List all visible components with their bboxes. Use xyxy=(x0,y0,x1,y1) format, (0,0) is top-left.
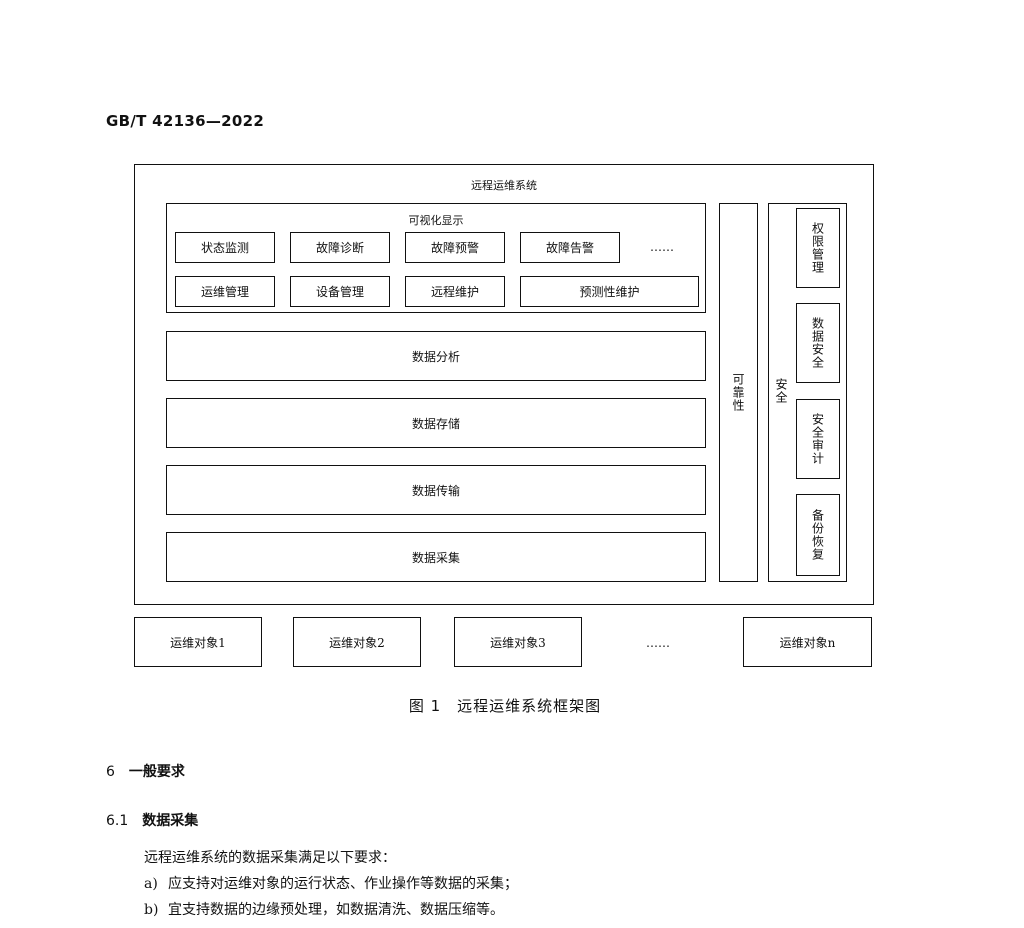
reliability-column: 可靠性 xyxy=(719,203,758,582)
figure-number: 图 1 xyxy=(408,697,442,715)
layer-label: 数据分析 xyxy=(411,349,460,364)
reliability-label: 可靠性 xyxy=(731,373,745,412)
module-label: 远程维护 xyxy=(430,285,479,299)
module-label: 状态监测 xyxy=(200,241,249,255)
security-audit: 安全审计 xyxy=(796,399,840,479)
module-label: 设备管理 xyxy=(315,285,364,299)
section-title: 一般要求 xyxy=(128,764,185,780)
security-item-label: 备份恢复 xyxy=(810,509,825,561)
module-label: 预测性维护 xyxy=(579,285,640,299)
item-text: 宜支持数据的边缘预处理，如数据清洗、数据压缩等。 xyxy=(168,902,504,918)
section-6-1-heading: 6.1 数据采集 xyxy=(106,810,198,830)
ops-object-3: 运维对象3 xyxy=(454,617,582,667)
layer-data-collection: 数据采集 xyxy=(166,532,706,582)
layer-data-transmission: 数据传输 xyxy=(166,465,706,515)
figure-caption: 图 1 远程运维系统框架图 xyxy=(0,695,1010,716)
module-fault-alarm: 故障告警 xyxy=(520,232,620,263)
section-6-heading: 6 一般要求 xyxy=(106,761,185,781)
module-fault-diagnosis: 故障诊断 xyxy=(290,232,390,263)
security-item-label: 权限管理 xyxy=(810,222,825,274)
visual-row-ellipsis: …… xyxy=(650,240,674,254)
layer-data-analysis: 数据分析 xyxy=(166,331,706,381)
ops-object-label: 运维对象2 xyxy=(329,635,385,650)
security-item-label: 数据安全 xyxy=(810,317,825,369)
ops-object-label: 运维对象n xyxy=(779,635,836,650)
body-item-a: a) 应支持对运维对象的运行状态、作业操作等数据的采集； xyxy=(144,872,518,896)
security-label: 安全 xyxy=(774,378,788,404)
module-predictive-maintenance: 预测性维护 xyxy=(520,276,699,307)
layer-data-storage: 数据存储 xyxy=(166,398,706,448)
standard-number: GB/T 42136—2022 xyxy=(106,112,265,130)
section-title: 数据采集 xyxy=(142,813,199,829)
module-equipment-management: 设备管理 xyxy=(290,276,390,307)
layer-label: 数据传输 xyxy=(411,483,460,498)
section-number: 6 xyxy=(106,764,115,780)
module-label: 故障告警 xyxy=(545,241,594,255)
item-mark: a) xyxy=(144,876,158,892)
module-label: 运维管理 xyxy=(200,285,249,299)
ops-object-n: 运维对象n xyxy=(743,617,872,667)
security-permission-management: 权限管理 xyxy=(796,208,840,288)
ops-object-2: 运维对象2 xyxy=(293,617,421,667)
module-remote-maintenance: 远程维护 xyxy=(405,276,505,307)
system-title: 远程运维系统 xyxy=(471,179,537,192)
layer-label: 数据采集 xyxy=(411,550,460,565)
visualization-title: 可视化显示 xyxy=(408,214,464,227)
body-intro: 远程运维系统的数据采集满足以下要求： xyxy=(144,850,396,866)
figure-title: 远程运维系统框架图 xyxy=(457,697,602,715)
module-label: 故障预警 xyxy=(430,241,479,255)
item-mark: b) xyxy=(144,902,159,918)
body-item-b: b) 宜支持数据的边缘预处理，如数据清洗、数据压缩等。 xyxy=(144,898,504,922)
module-label: 故障诊断 xyxy=(315,241,364,255)
item-text: 应支持对运维对象的运行状态、作业操作等数据的采集； xyxy=(168,876,518,892)
section-number: 6.1 xyxy=(106,813,129,829)
security-item-label: 安全审计 xyxy=(810,413,825,465)
security-backup-recovery: 备份恢复 xyxy=(796,494,840,576)
ops-object-ellipsis: …… xyxy=(646,636,670,650)
module-fault-warning: 故障预警 xyxy=(405,232,505,263)
module-status-monitoring: 状态监测 xyxy=(175,232,275,263)
ops-object-label: 运维对象3 xyxy=(490,635,546,650)
ops-object-1: 运维对象1 xyxy=(134,617,262,667)
layer-label: 数据存储 xyxy=(411,416,460,431)
security-data-security: 数据安全 xyxy=(796,303,840,383)
module-ops-management: 运维管理 xyxy=(175,276,275,307)
ops-object-label: 运维对象1 xyxy=(170,635,226,650)
